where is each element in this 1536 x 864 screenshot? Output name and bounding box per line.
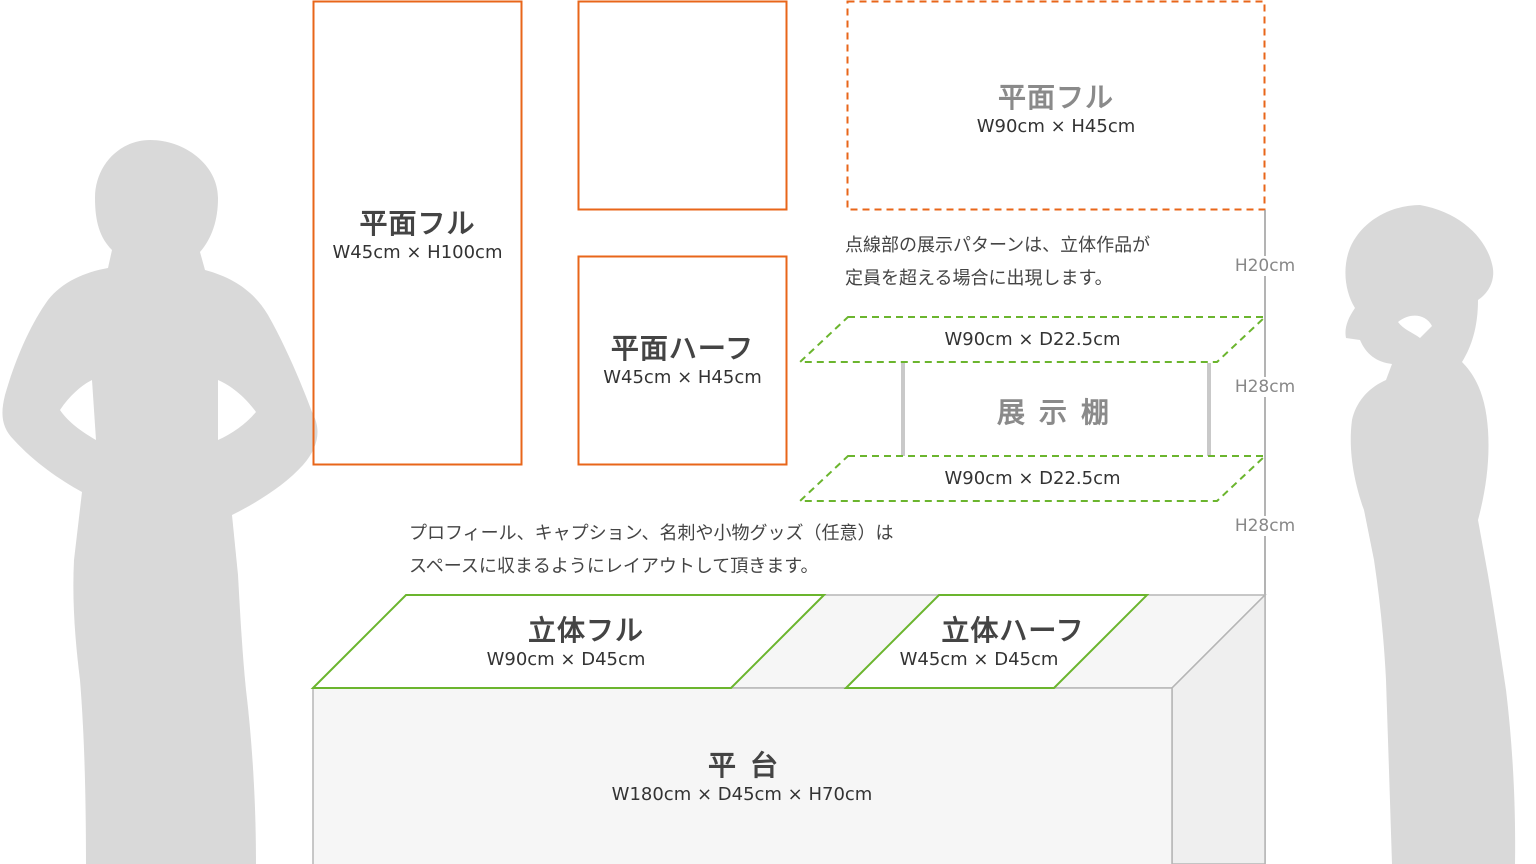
- shelf-upper-size: W90cm × D22.5cm: [944, 329, 1121, 350]
- shelf-lower-dashed: [797, 455, 1268, 502]
- solid-full-zone: [310, 594, 827, 689]
- flat-full-tall-frame: [312, 0, 523, 466]
- shelf-post-right: [1207, 363, 1211, 456]
- flat-full-tall-title: 平面フル: [359, 207, 476, 240]
- shelf-post-left: [901, 363, 905, 456]
- flat-full-wide-dashed-frame: [846, 0, 1266, 211]
- solid-full-size: W90cm × D45cm: [486, 649, 646, 670]
- flat-full-tall-size: W45cm × H100cm: [332, 242, 503, 263]
- solid-half-size: W45cm × D45cm: [899, 649, 1059, 670]
- flat-half-frame: [577, 255, 788, 466]
- height-label-top: H20cm: [1225, 256, 1305, 276]
- platform-front: [312, 687, 1173, 864]
- flat-full-wide-size: W90cm × H45cm: [976, 116, 1136, 137]
- height-label-bottom: H28cm: [1225, 516, 1305, 536]
- flat-half-title: 平面ハーフ: [610, 332, 755, 365]
- solid-half-zone: [843, 594, 1150, 689]
- dotted-pattern-note: 点線部の展示パターンは、立体作品が 定員を超える場合に出現します。: [845, 235, 1151, 289]
- shelf-lower-size: W90cm × D22.5cm: [944, 468, 1121, 489]
- height-label-middle: H28cm: [1225, 377, 1305, 397]
- solid-half-title: 立体ハーフ: [941, 614, 1085, 647]
- shelf-title: 展示棚: [996, 396, 1123, 429]
- solid-full-title: 立体フル: [527, 614, 644, 647]
- platform-size: W180cm × D45cm × H70cm: [611, 784, 873, 805]
- profile-layout-note: プロフィール、キャプション、名刺や小物グッズ（任意）は スペースに収まるようにレ…: [409, 523, 894, 577]
- flat-half-size: W45cm × H45cm: [603, 367, 762, 388]
- thinking-woman-silhouette: [1345, 205, 1516, 864]
- standing-man-silhouette: [2, 140, 318, 864]
- platform-title: 平台: [707, 749, 792, 782]
- flat-full-wide-title: 平面フル: [997, 81, 1114, 114]
- shelf-upper-dashed: [797, 316, 1268, 363]
- flat-square-frame: [577, 0, 788, 211]
